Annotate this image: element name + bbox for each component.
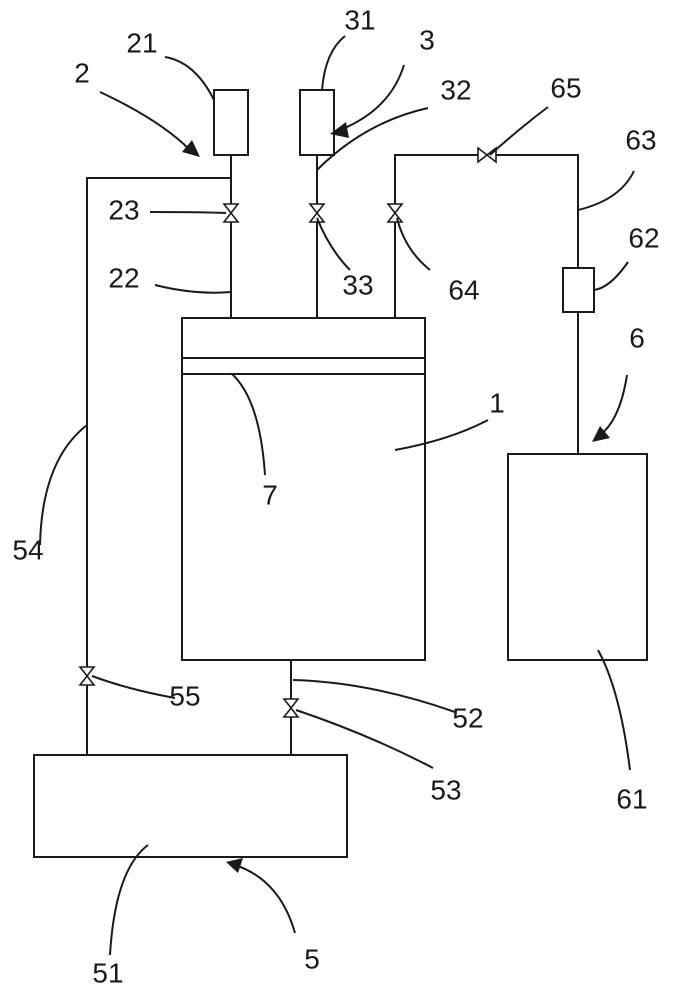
valve-53-icon [282,698,300,718]
valve-55-icon [78,666,96,686]
reference-labels: 21 2 31 3 32 65 63 62 23 22 33 64 6 1 7 … [12,4,659,988]
arrow-3 [339,64,405,131]
leader-61 [597,649,631,771]
leader-32 [316,107,429,171]
label-2: 2 [74,57,90,88]
leader-23 [149,211,227,214]
label-33: 33 [342,269,373,300]
leader-21 [164,56,215,101]
tank-51 [33,754,348,858]
label-61: 61 [616,783,647,814]
label-62: 62 [628,222,659,253]
pipe-54 [86,177,231,755]
leader-63 [577,170,635,211]
label-6: 6 [629,322,645,353]
label-1: 1 [489,387,505,418]
arrow-2 [99,91,191,151]
label-63: 63 [625,124,656,155]
label-52: 52 [452,702,483,733]
vessel-1-body [181,317,426,661]
leader-7 [231,373,266,476]
leader-53 [295,709,434,769]
label-53: 53 [430,774,461,805]
leader-lines [39,35,635,956]
label-3: 3 [419,24,435,55]
leader-64 [396,217,431,271]
label-23: 23 [108,194,139,225]
arrow-5-head [226,858,243,873]
leader-52 [292,679,456,713]
tank-61 [507,453,648,661]
label-31: 31 [344,4,375,35]
leader-55 [91,675,176,699]
leader-31 [321,35,346,91]
label-5: 5 [304,943,320,974]
label-32: 32 [440,74,471,105]
valve-65-icon [477,146,497,164]
label-7: 7 [262,479,278,510]
arrow-6-head [592,426,610,442]
label-64: 64 [448,274,479,305]
leader-33 [316,217,351,271]
label-22: 22 [108,262,139,293]
vessel-1 [181,317,426,661]
arrow-2-head [182,140,200,157]
pipe-63 [394,154,579,318]
valve-64-icon [386,203,404,223]
filter-62-box [562,267,595,313]
label-51: 51 [92,957,123,988]
arrow-3-head [330,122,349,138]
arrowheads [182,122,610,873]
leader-51 [109,844,149,956]
leader-65 [489,106,549,156]
label-21: 21 [126,27,157,58]
leader-22 [154,284,232,294]
valve-33-icon [308,203,326,223]
sensor-21-box [213,89,249,156]
arrow-5 [234,864,296,934]
label-65: 65 [550,72,581,103]
leader-62 [593,261,629,291]
valve-23-icon [222,203,240,223]
label-54: 54 [12,534,43,565]
sensor-31-box [299,89,335,156]
leader-1 [394,419,489,451]
leader-54 [39,424,88,546]
label-55: 55 [169,680,200,711]
arrow-6 [599,374,628,436]
